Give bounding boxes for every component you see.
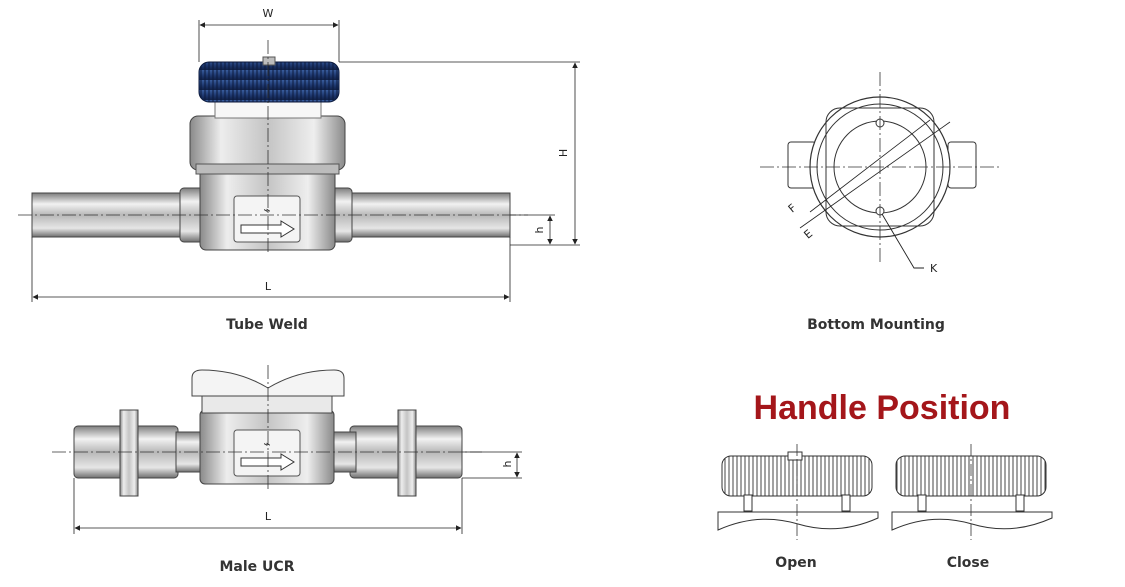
dim-l-label: L xyxy=(265,280,272,293)
dim-h-upper-label: H xyxy=(557,149,570,157)
caption-bottom-mounting: Bottom Mounting xyxy=(807,317,945,333)
bottom-mounting-drawing: F E K Bottom Mounting xyxy=(760,72,1000,333)
dim-e-label: E xyxy=(801,227,815,241)
dim-w-label: W xyxy=(263,7,274,20)
caption-tube-weld: Tube Weld xyxy=(226,317,308,333)
valve-bonnet xyxy=(189,115,346,171)
ucr-dim-h-label: h xyxy=(501,460,514,467)
ucr-butterfly-handle xyxy=(191,369,345,397)
tube-weld-drawing: ⌁ W H h L Tube Weld xyxy=(18,7,580,333)
bonnet-ring xyxy=(195,163,340,175)
ucr-dim-l-label: L xyxy=(265,510,272,523)
close-body-outline xyxy=(891,511,1053,531)
handle-position-section: Handle Position Open Close xyxy=(717,389,1053,571)
ucr-logo-mark: ⌁ xyxy=(263,437,270,451)
ucr-left-nut xyxy=(119,409,139,497)
ucr-bonnet xyxy=(201,394,333,414)
right-pipe-stub xyxy=(947,141,977,189)
caption-male-ucr: Male UCR xyxy=(220,559,295,575)
open-body-outline xyxy=(717,511,879,531)
handle-close-drawing: Close xyxy=(891,444,1053,571)
ucr-flow-arrow-icon xyxy=(240,453,295,471)
dim-h-lower-label: h xyxy=(533,226,546,233)
caption-close: Close xyxy=(947,555,990,571)
handle-open-drawing: Open xyxy=(717,444,879,571)
flow-arrow-icon xyxy=(240,220,295,238)
open-indicator xyxy=(787,451,803,461)
dim-k-label: K xyxy=(930,262,938,275)
male-ucr-drawing: ⌁ h L Male UCR xyxy=(52,365,522,575)
handle-position-title: Handle Position xyxy=(754,389,1011,427)
handle-indicator xyxy=(262,56,276,66)
ucr-right-nut xyxy=(397,409,417,497)
dim-f-label: F xyxy=(786,201,799,215)
handwheel-handle xyxy=(198,61,340,103)
logo-mark: ⌁ xyxy=(263,203,270,217)
caption-open: Open xyxy=(775,555,816,571)
